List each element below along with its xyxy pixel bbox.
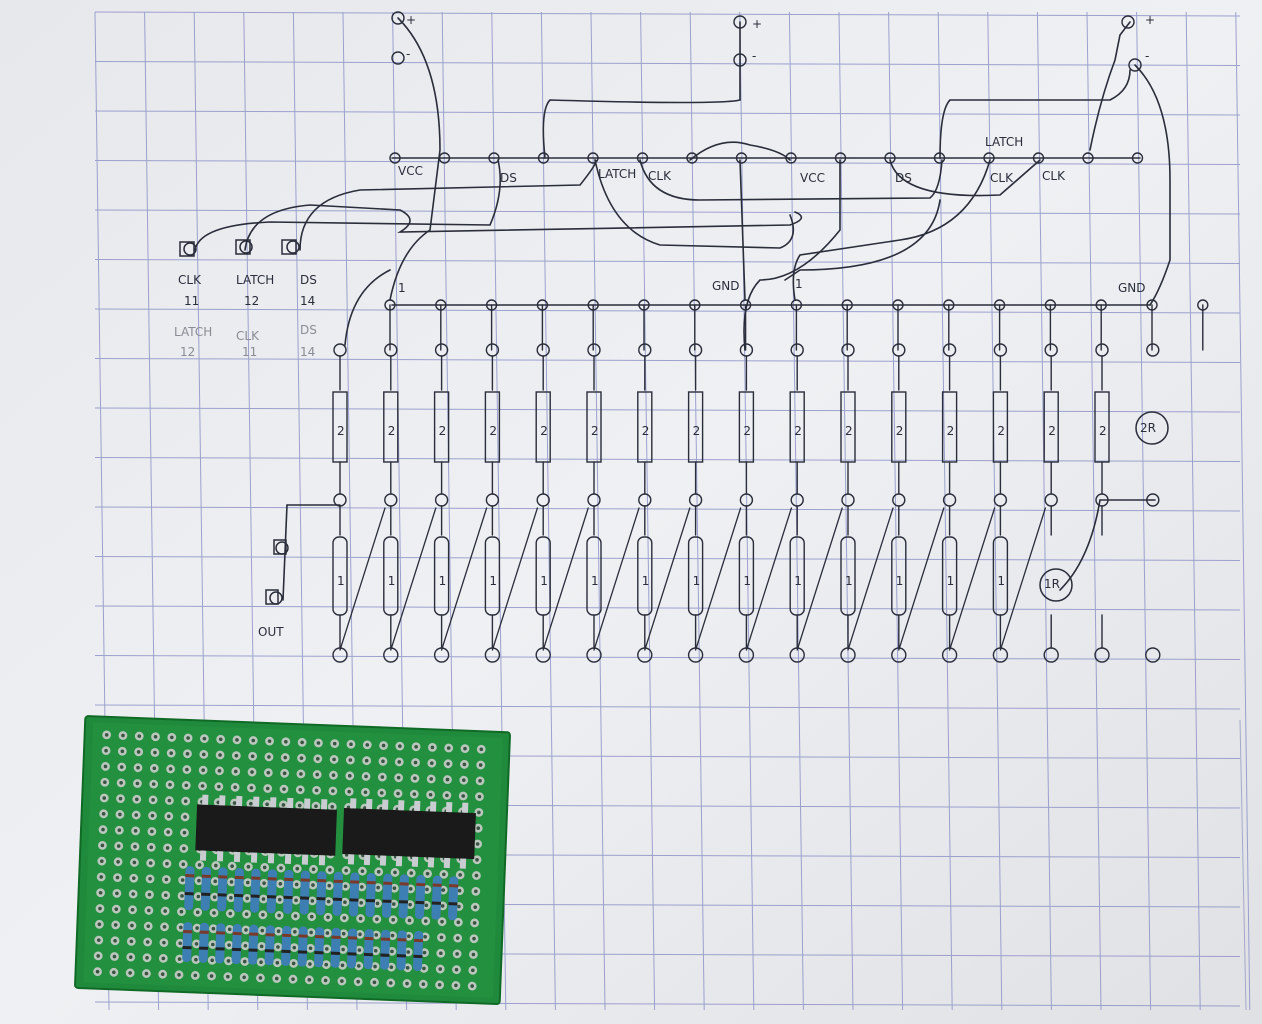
label-ds-2: DS: [895, 171, 912, 185]
resistor-1r-label: 1: [743, 574, 751, 588]
resistor-2r-label: 2: [896, 424, 904, 438]
label-minus-1: -: [406, 47, 410, 61]
label-clk-2: CLK: [990, 171, 1014, 185]
wiring: [194, 17, 1204, 651]
resistor-1r-label: 1: [693, 574, 701, 588]
ic-chip-2: [342, 808, 476, 860]
faint-label-ds: DS: [300, 323, 317, 337]
resistor-2r-label: 2: [540, 424, 548, 438]
resistor-2r-label: 2: [337, 424, 345, 438]
resistor-1r-label: 1: [337, 574, 345, 588]
resistor-2r-label: 2: [388, 424, 396, 438]
resistor-2r-label: 2: [489, 424, 497, 438]
resistor-2r-end-label: 2R: [1140, 421, 1156, 435]
resistor-1r-label: 1: [439, 574, 447, 588]
label-clk-3: CLK: [1042, 169, 1066, 183]
input-label-clk: CLK: [178, 273, 202, 287]
resistor-1r-label: 1: [997, 574, 1005, 588]
resistor-2r-label: 2: [743, 424, 751, 438]
label-ds-1: DS: [500, 171, 517, 185]
resistor-2r-label: 2: [1099, 424, 1107, 438]
pcb-board: [74, 715, 511, 1006]
resistor-1r-label: 1: [947, 574, 955, 588]
label-plus-2: +: [752, 17, 762, 31]
resistor-2r-label: 2: [947, 424, 955, 438]
resistor-1r-label: 1: [896, 574, 904, 588]
faint-label-clk: CLK: [236, 329, 260, 343]
resistor-1r-label: 1: [794, 574, 802, 588]
input-jacks: [179, 239, 1169, 605]
label-minus-2: -: [752, 49, 756, 63]
resistor-2r-label: 2: [693, 424, 701, 438]
resistor-1r-label: 1: [642, 574, 650, 588]
resistor-2r-label: 2: [642, 424, 650, 438]
faint-label-latch: LATCH: [174, 325, 212, 339]
label-latch-1: LATCH: [598, 167, 636, 181]
resistor-2r-label: 2: [845, 424, 853, 438]
label-gnd-1: GND: [712, 279, 740, 293]
label-latch-2: LATCH: [985, 135, 1023, 149]
schematic-labels: VCC DS LATCH CLK VCC DS LATCH CLK CLK + …: [174, 13, 1156, 639]
faint-pin-12: 12: [180, 345, 195, 359]
solder-nodes: [332, 11, 1209, 663]
input-pin-12: 12: [244, 294, 259, 308]
resistor-1r-label: 1: [591, 574, 599, 588]
resistor-2r-label: 2: [794, 424, 802, 438]
resistor-1r-label: 1: [540, 574, 548, 588]
label-minus-3: -: [1145, 49, 1149, 63]
input-label-ds: DS: [300, 273, 317, 287]
resistor-2r-label: 2: [1048, 424, 1056, 438]
label-pin1-1: 1: [398, 281, 406, 295]
resistor-1r-label: 1: [388, 574, 396, 588]
ic-chip-1: [195, 804, 337, 856]
label-gnd-2: GND: [1118, 281, 1146, 295]
resistor-1r-label: 1: [845, 574, 853, 588]
input-pin-11: 11: [184, 294, 199, 308]
label-plus-1: +: [406, 13, 416, 27]
faint-pin-14: 14: [300, 345, 315, 359]
label-plus-3: +: [1145, 13, 1155, 27]
input-pin-14: 14: [300, 294, 315, 308]
resistor-1r-end-label: 1R: [1044, 577, 1060, 591]
resistor-2r-label: 2: [439, 424, 447, 438]
label-pin1-2: 1: [795, 277, 803, 291]
resistor-1r-label: 1: [489, 574, 497, 588]
input-label-latch: LATCH: [236, 273, 274, 287]
resistor-2r-label: 2: [997, 424, 1005, 438]
label-vcc-2: VCC: [800, 171, 825, 185]
label-clk-1: CLK: [648, 169, 672, 183]
resistor-symbols: 2 1 2 1 2 1 2 1 2 1 2 1 2 1 2 1 2 1 2 1 2 1 2 1 2 1 2 1 2 2: [332, 391, 1110, 616]
grid-lines: [94, 11, 1251, 1011]
faint-pin-11: 11: [242, 345, 257, 359]
out-label: OUT: [258, 625, 284, 639]
resistor-2r-label: 2: [591, 424, 599, 438]
label-vcc-1: VCC: [398, 164, 423, 178]
